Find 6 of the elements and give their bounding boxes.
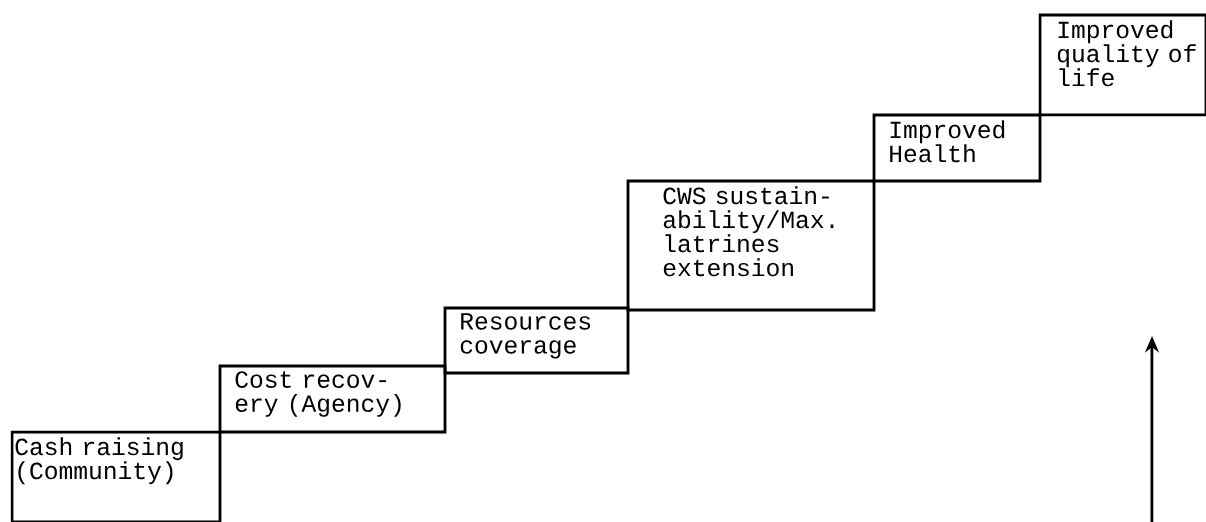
step-box: Cost recov- ery (Agency) <box>218 364 447 434</box>
step-box: Cash raising (Community) <box>10 430 222 522</box>
step-box: Resources coverage <box>443 306 630 375</box>
step-box: CWS sustain- ability/Max. latrines extension <box>626 179 876 312</box>
step-box: Improved quality of life <box>1038 13 1206 117</box>
step-box: Improved Health <box>872 113 1042 183</box>
